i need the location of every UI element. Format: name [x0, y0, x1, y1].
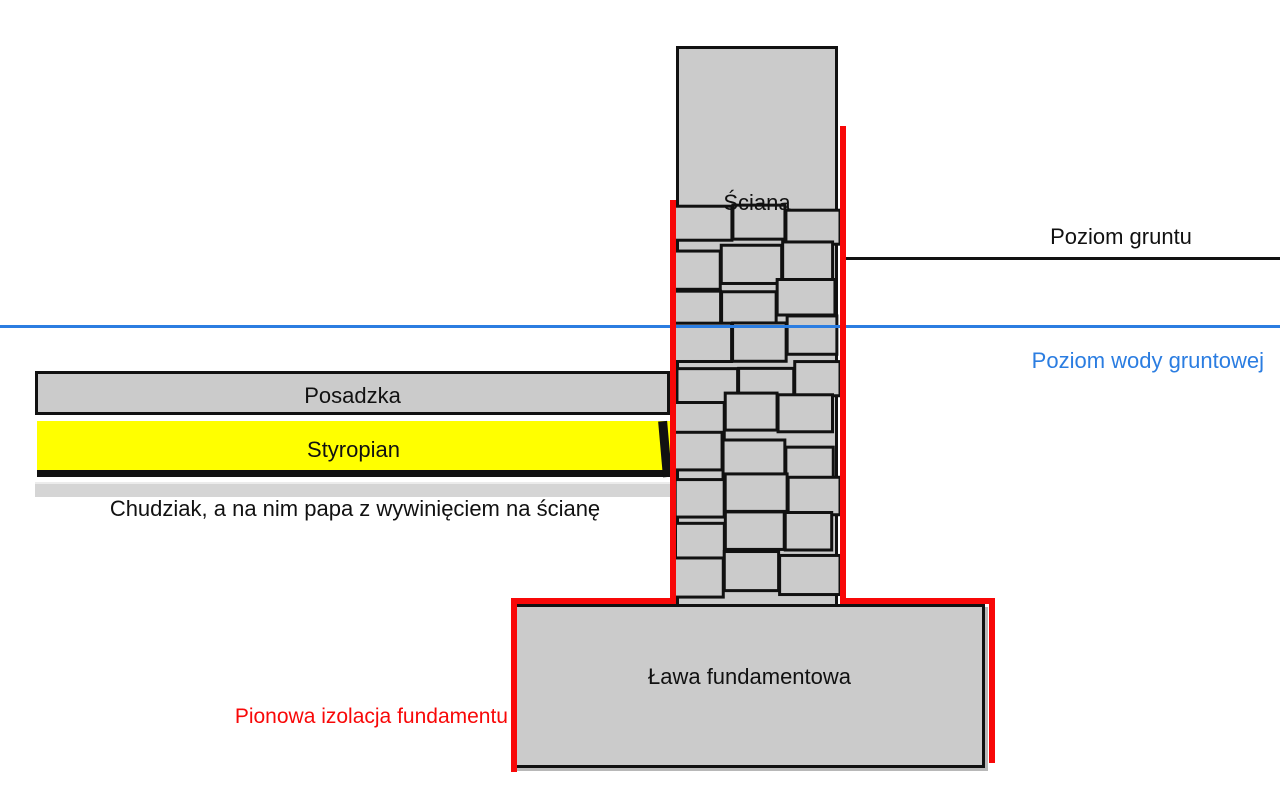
footing-label: Ława fundamentowa: [647, 664, 852, 689]
floor-label: Posadzka: [304, 383, 401, 408]
floor-slab-rect: [35, 371, 670, 415]
lean-concrete-strip: [35, 482, 674, 497]
insulation-footing-left-top-line: [511, 598, 676, 604]
insulation-footing-right-side-line: [989, 598, 995, 763]
groundwater-level-line: [0, 325, 1280, 328]
lean-concrete-label: Chudziak, a na nim papa z wywinięciem na…: [109, 496, 601, 521]
ground-level-label: Poziom gruntu: [1050, 224, 1192, 249]
membrane-line: [37, 470, 675, 477]
vertical-insulation-label: Pionowa izolacja fundamentu: [234, 705, 508, 728]
insulation-wall-right-line: [840, 126, 846, 604]
insulation-wall-left-line: [670, 200, 676, 604]
styrofoam-rect: [37, 421, 670, 470]
ground-level-line: [845, 257, 1280, 260]
styrofoam-label: Styropian: [307, 437, 400, 462]
wall-label: Ściana: [723, 190, 791, 215]
insulation-footing-right-top-line: [841, 598, 995, 604]
groundwater-level-label: Poziom wody gruntowej: [1031, 348, 1264, 373]
footing-rect: [514, 604, 985, 768]
insulation-footing-left-side-line: [511, 598, 517, 772]
